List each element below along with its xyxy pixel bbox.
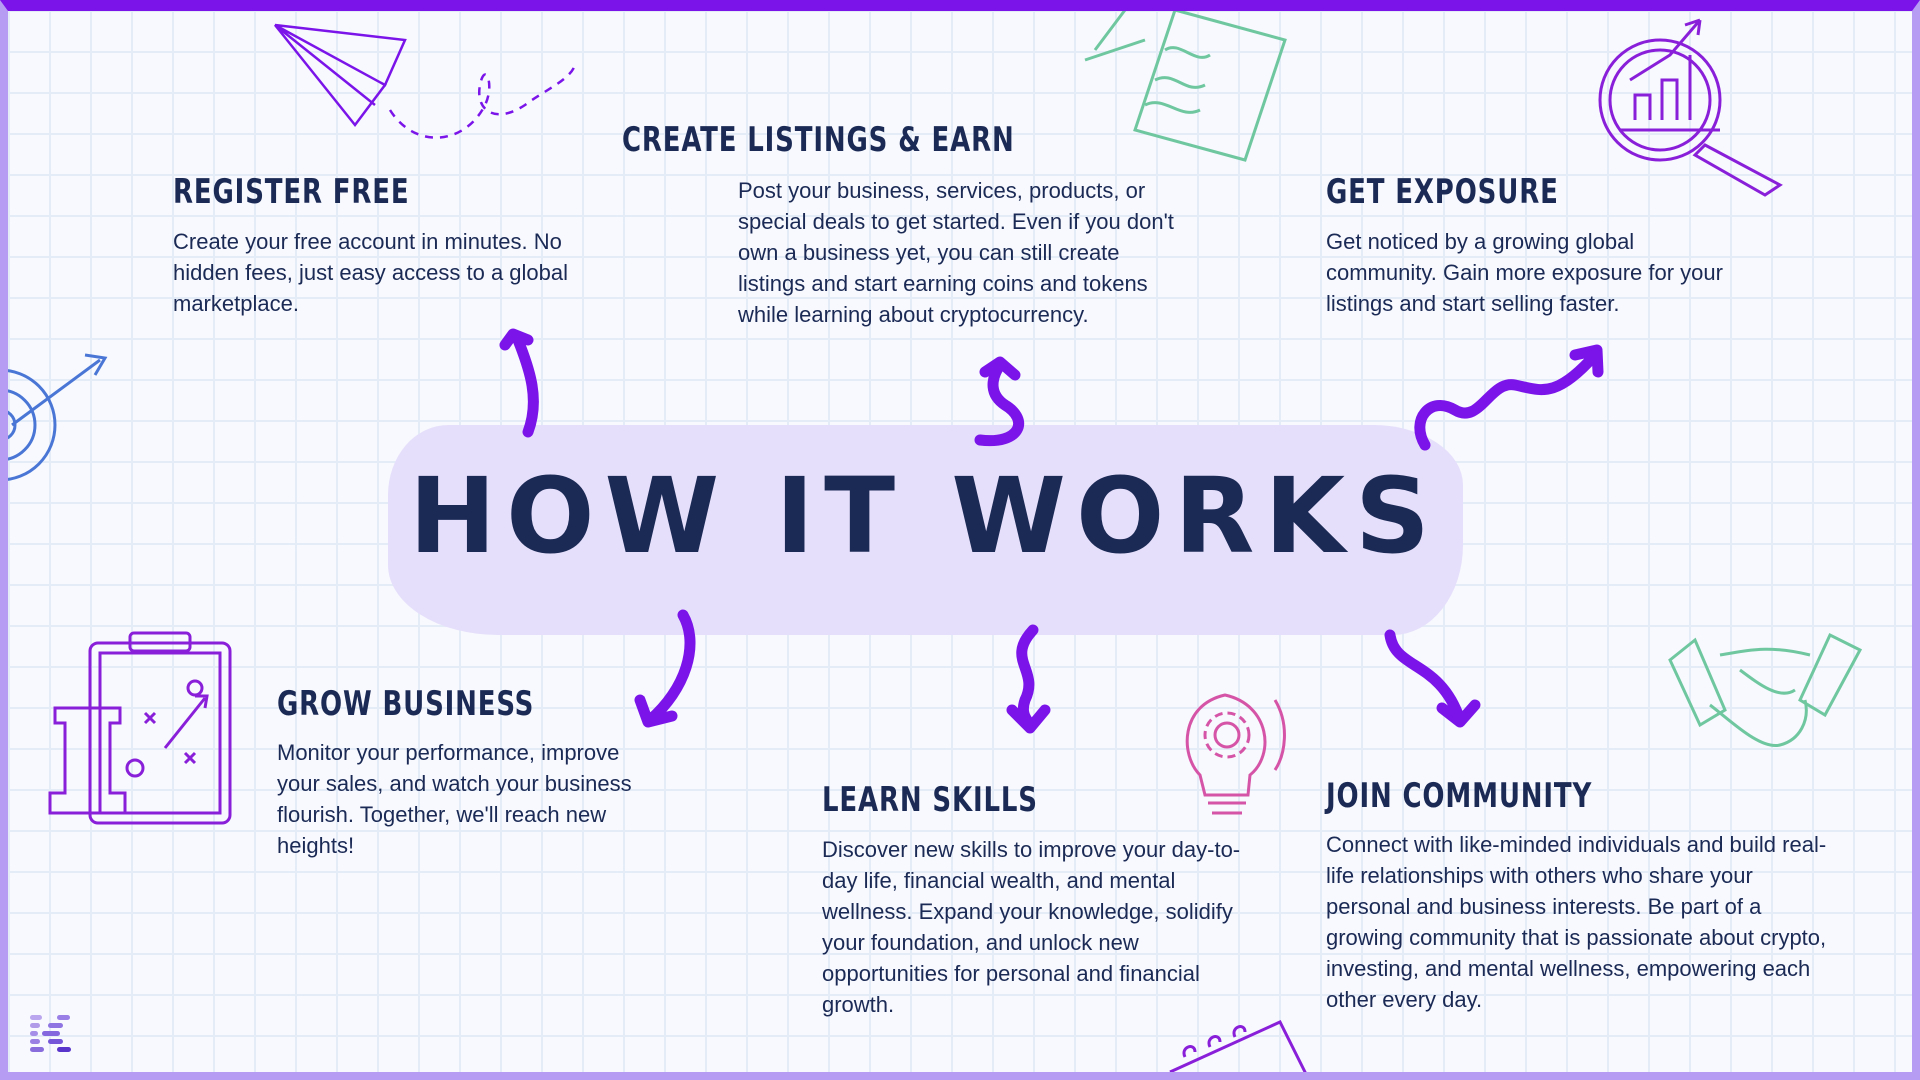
page-title: HOW IT WORKS [409,455,1440,577]
dashed-trail-icon [388,64,577,139]
arrow-down-icon [1006,624,1051,734]
paper-plane-icon [274,23,407,128]
step-body-community: Connect with like-minded individuals and… [1326,832,1827,1012]
step-heading-exposure: Get Exposure [1326,172,1559,212]
step-heading-learn: Learn Skills [822,780,1038,820]
strategy-board-icon [48,631,232,825]
handshake-icon [1668,632,1863,747]
target-icon [0,353,108,482]
step-body-grow: Monitor your performance, improve your s… [277,740,632,858]
lightbulb-gear-icon [1185,693,1286,815]
arrow-up-icon [499,328,539,438]
step-body-exposure: Get noticed by a growing global communit… [1326,229,1723,316]
step-heading-listings: Create Listings & Earn [622,120,1015,160]
arrow-down-icon [1384,629,1481,728]
step-heading-community: Join Community [1326,776,1593,816]
step-heading-grow: Grow Business [277,684,535,724]
step-body-register: Create your free account in minutes. No … [173,229,569,316]
magnifier-chart-icon [1598,18,1783,197]
brand-logo [30,1015,75,1052]
step-heading-register: Register Free [173,172,410,212]
title-highlight [388,425,1463,635]
arrow-up-icon [974,356,1025,447]
arrow-wave-icon [1414,344,1604,451]
arrow-down-icon [634,609,696,728]
step-body-listings: Post your business, services, products, … [738,178,1174,327]
step-body-learn: Discover new skills to improve your day-… [822,837,1241,1017]
notes-icon [1084,8,1287,162]
notepad-icon [1169,1020,1311,1080]
